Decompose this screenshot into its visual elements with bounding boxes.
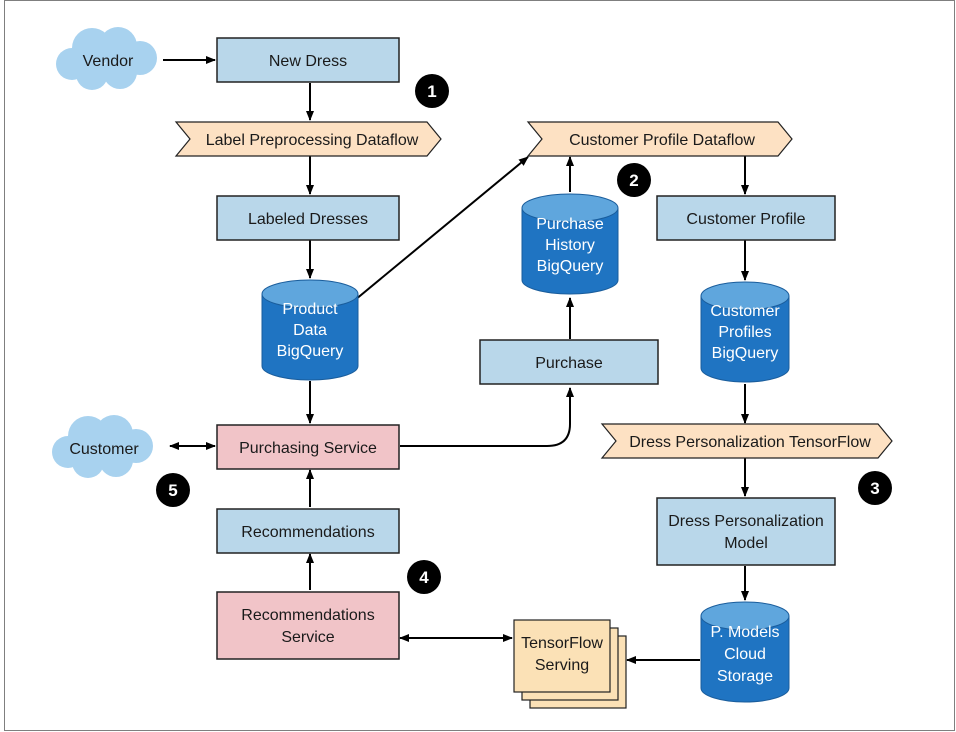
vendor-cloud: Vendor <box>56 27 157 90</box>
dress-personalization-model-label-line2: Model <box>724 535 768 552</box>
tensorflow-serving-label-line2: Serving <box>535 657 589 674</box>
recommendations-box: Recommendations <box>216 508 400 554</box>
customer-cloud: Customer <box>52 415 153 478</box>
product-data-cylinder: Product Data BigQuery <box>261 279 359 381</box>
p-models-label-line1: P. Models <box>710 624 779 641</box>
p-models-label-line2: Cloud <box>724 646 766 663</box>
product-data-label-line3: BigQuery <box>277 343 344 360</box>
badge-1-label: 1 <box>427 82 436 101</box>
customer-profiles-label-line2: Profiles <box>718 324 771 341</box>
badge-3: 3 <box>858 471 892 505</box>
purchase-box: Purchase <box>479 339 659 385</box>
badge-3-label: 3 <box>870 479 879 498</box>
recommendations-service-label-line1: Recommendations <box>241 607 374 624</box>
p-models-cylinder: P. Models Cloud Storage <box>700 601 790 703</box>
purchasing-service-box: Purchasing Service <box>216 424 400 470</box>
customer-label: Customer <box>69 441 139 458</box>
badge-4-label: 4 <box>419 568 429 587</box>
badge-2: 2 <box>617 163 651 197</box>
badge-4: 4 <box>407 560 441 594</box>
customer-profiles-cylinder: Customer Profiles BigQuery <box>700 281 790 383</box>
badge-1: 1 <box>415 74 449 108</box>
new-dress-label: New Dress <box>269 53 347 70</box>
badge-5: 5 <box>156 473 190 507</box>
tensorflow-serving-label-line1: TensorFlow <box>521 635 603 652</box>
purchase-history-label-line3: BigQuery <box>537 258 604 275</box>
labeled-dresses-box: Labeled Dresses <box>216 195 400 241</box>
dress-personalization-tensorflow-label: Dress Personalization TensorFlow <box>629 434 871 451</box>
dress-personalization-model-label-line1: Dress Personalization <box>668 513 824 530</box>
purchasing-service-label: Purchasing Service <box>239 440 377 457</box>
purchase-history-label-line2: History <box>545 237 595 254</box>
customer-profiles-label-line1: Customer <box>710 303 780 320</box>
purchase-history-label-line1: Purchase <box>536 216 604 233</box>
customer-profile-dataflow-label: Customer Profile Dataflow <box>569 132 755 149</box>
recommendations-service-box: Recommendations Service <box>216 591 400 660</box>
labeled-dresses-label: Labeled Dresses <box>248 211 368 228</box>
recommendations-label: Recommendations <box>241 524 374 541</box>
purchase-label: Purchase <box>535 355 603 372</box>
arrow-purchasing-service-to-purchase <box>400 387 574 447</box>
purchase-history-cylinder: Purchase History BigQuery <box>521 193 619 295</box>
p-models-label-line3: Storage <box>717 668 773 685</box>
customer-profiles-label-line3: BigQuery <box>712 345 779 362</box>
new-dress-box: New Dress <box>216 37 400 83</box>
recommendations-service-label-line2: Service <box>281 629 334 646</box>
customer-profile-label: Customer Profile <box>686 211 805 228</box>
badge-2-label: 2 <box>629 171 638 190</box>
customer-profile-box: Customer Profile <box>656 195 836 241</box>
tensorflow-serving-stack: TensorFlow Serving <box>513 619 627 709</box>
product-data-label-line2: Data <box>293 322 327 339</box>
customer-profile-dataflow-banner: Customer Profile Dataflow <box>526 121 793 157</box>
badge-5-label: 5 <box>168 481 177 500</box>
connectors <box>163 56 749 664</box>
vendor-label: Vendor <box>83 53 134 70</box>
arrow-product-data-to-customer-profile-dataflow <box>354 156 529 301</box>
product-data-label-line1: Product <box>282 301 338 318</box>
label-preprocessing-dataflow-label: Label Preprocessing Dataflow <box>206 132 419 149</box>
dress-personalization-tensorflow-banner: Dress Personalization TensorFlow <box>600 423 893 459</box>
label-preprocessing-dataflow-banner: Label Preprocessing Dataflow <box>174 121 442 157</box>
dress-personalization-model-box: Dress Personalization Model <box>656 497 836 566</box>
